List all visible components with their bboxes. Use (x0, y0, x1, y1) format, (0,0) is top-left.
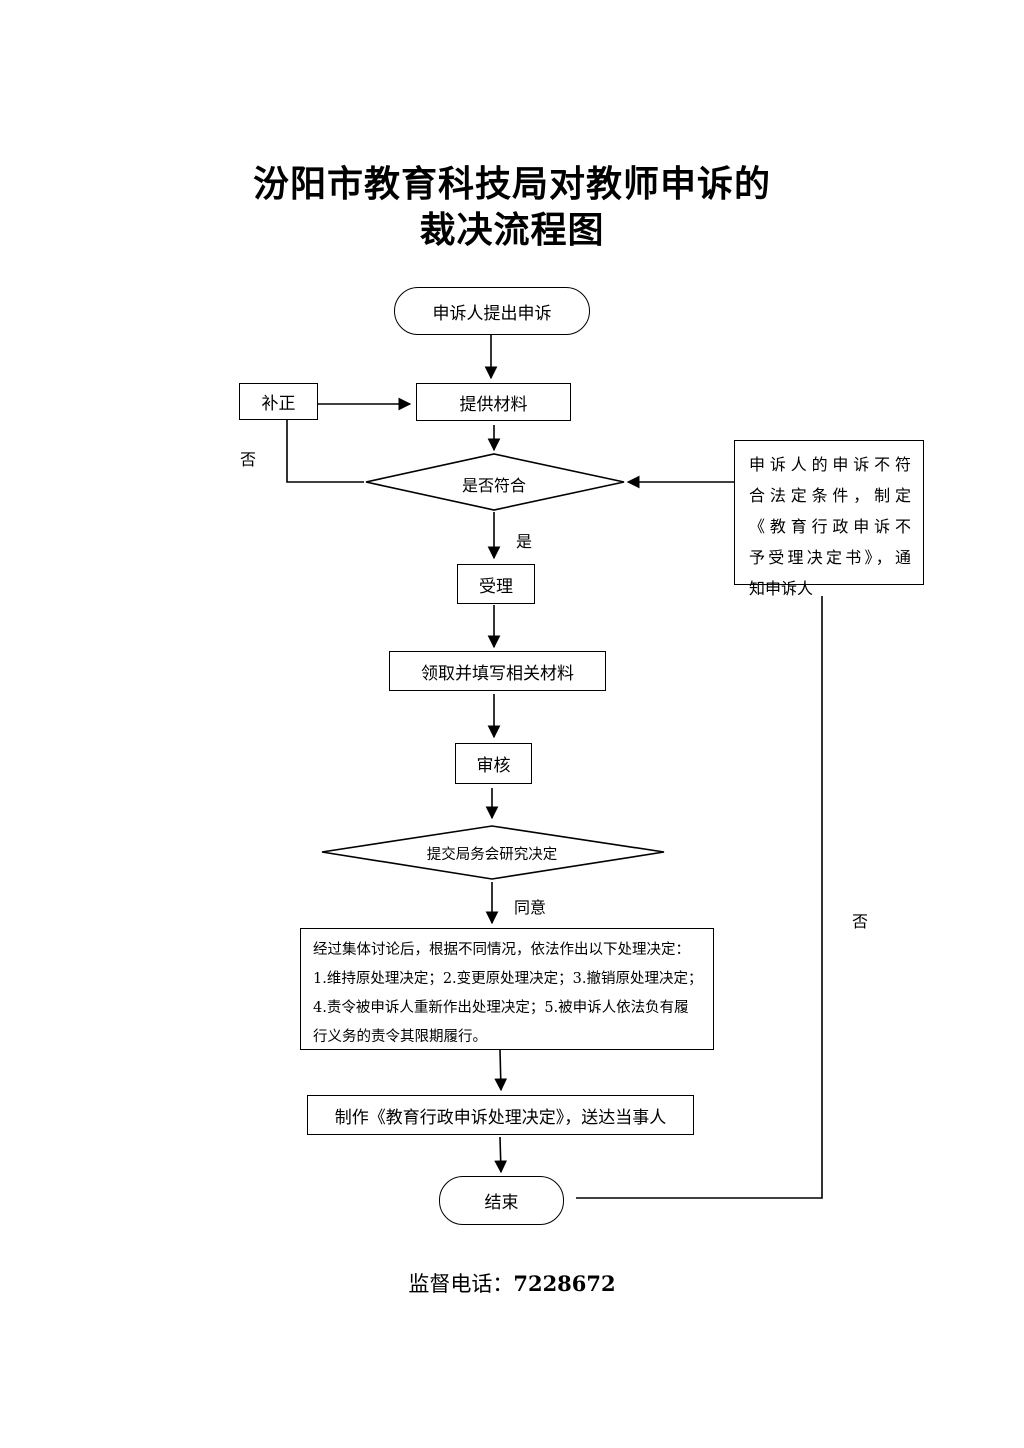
edge-label-yes: 是 (516, 532, 533, 551)
diamond-submit-meeting-shape (321, 825, 665, 880)
edge-reject-to-end (576, 596, 823, 1199)
decision-text-box: 经过集体讨论后，根据不同情况，依法作出以下处理决定： 1.维持原处理决定；2.变… (300, 928, 714, 1050)
edge-label-no-left: 否 (240, 450, 257, 469)
decision-line-2: 1.维持原处理决定；2.变更原处理决定；3.撤销原处理决定； (313, 971, 703, 987)
supervision-phone: 监督电话：7228672 (0, 1268, 1024, 1298)
end-node: 结束 (439, 1176, 564, 1225)
accept-box: 受理 (457, 564, 535, 604)
reject-note-line-1: 申诉人的申诉不符 (749, 455, 911, 474)
reject-note-line-5: 知申诉人 (749, 579, 814, 598)
page-title-line-1: 汾阳市教育科技局对教师申诉的 (252, 163, 771, 205)
decision-line-1: 经过集体讨论后，根据不同情况，依法作出以下处理决定： (313, 942, 690, 958)
reject-note-line-2: 合法定条件，制定 (749, 486, 911, 505)
start-node: 申诉人提出申诉 (394, 287, 590, 335)
edge-decision-to-issue (494, 1049, 508, 1092)
edge-label-agree: 同意 (514, 898, 547, 917)
edge-issue-to-end (494, 1136, 508, 1174)
edge-label-no-right: 否 (852, 912, 869, 931)
issue-decision-box: 制作《教育行政申诉处理决定》，送达当事人 (307, 1095, 694, 1135)
reject-note-line-3: 《教育行政申诉不 (749, 517, 911, 536)
review-box: 审核 (455, 743, 532, 784)
correction-box: 补正 (239, 383, 318, 420)
supervision-phone-label: 监督电话： (408, 1272, 514, 1296)
diamond-check-compliance-shape (365, 453, 625, 511)
page-title-line-2: 裁决流程图 (419, 209, 605, 251)
provide-materials-box: 提供材料 (416, 383, 571, 421)
fill-materials-box: 领取并填写相关材料 (389, 651, 606, 691)
submit-meeting-label: 提交局务会研究决定 (426, 847, 558, 863)
reject-note-line-4: 予受理决定书》，通 (749, 548, 911, 567)
decision-line-3: 4.责令被申诉人重新作出处理决定；5.被申诉人依法负有履 (313, 1000, 689, 1016)
check-compliance-label: 是否符合 (461, 476, 526, 495)
reject-note-box: 申诉人的申诉不符 合法定条件，制定 《教育行政申诉不 予受理决定书》，通 知申诉… (734, 440, 924, 598)
supervision-phone-number: 7228672 (513, 1271, 616, 1296)
decision-line-4: 行义务的责令其限期履行。 (313, 1029, 487, 1045)
edge-check-to-correction (286, 420, 364, 483)
